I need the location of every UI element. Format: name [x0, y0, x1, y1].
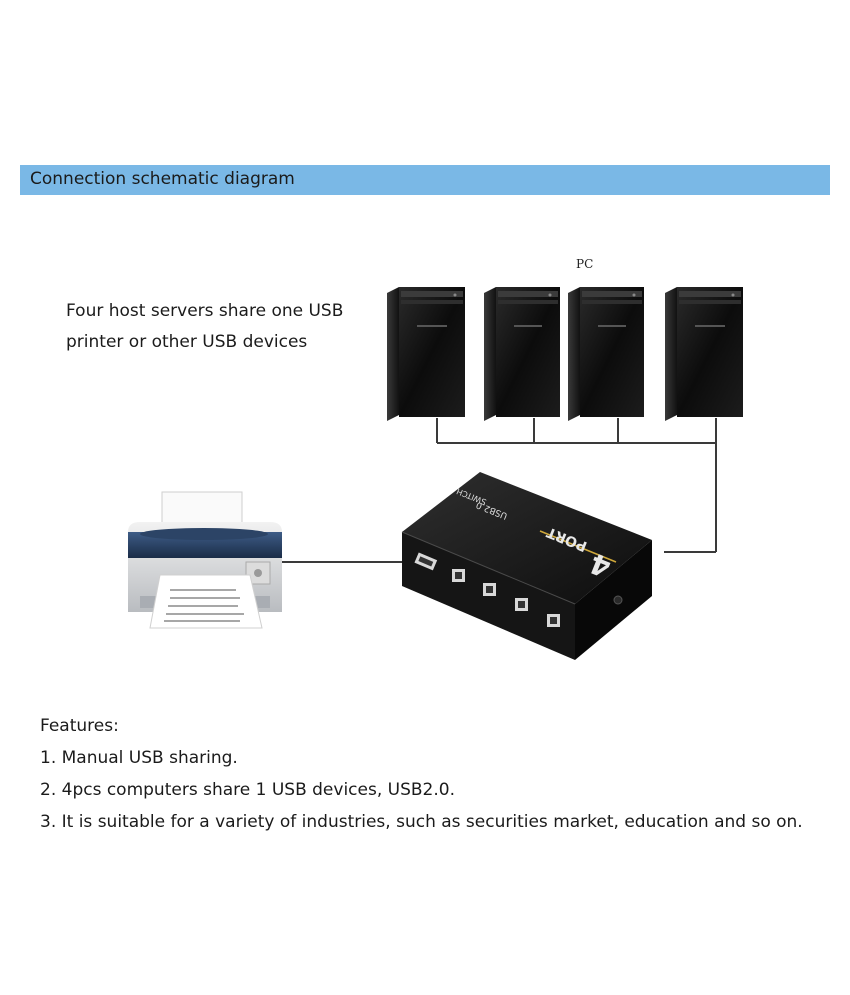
features-list: Features: 1. Manual USB sharing. 2. 4pcs…	[40, 710, 840, 838]
description-line-2: printer or other USB devices	[66, 332, 308, 352]
features-heading: Features:	[40, 716, 119, 736]
connection-diagram: 4 PORT USB2.0 SWITCH	[128, 287, 743, 660]
printer-icon	[128, 491, 282, 629]
connection-lines	[282, 418, 717, 563]
diagram-description: Four host servers share one USB printer …	[66, 296, 396, 358]
feature-item: 3. It is suitable for a variety of indus…	[40, 812, 803, 832]
section-title: Connection schematic diagram	[30, 169, 295, 189]
pc-tower-icon	[665, 287, 743, 421]
description-line-1: Four host servers share one USB	[66, 301, 344, 321]
pc-tower-icon	[387, 287, 465, 421]
feature-item: 1. Manual USB sharing.	[40, 748, 238, 768]
section-header-bar: Connection schematic diagram	[20, 165, 830, 195]
pc-tower-icon	[484, 287, 560, 421]
pc-label: PC	[576, 257, 594, 271]
usb-switch-icon: 4 PORT USB2.0 SWITCH	[401, 472, 652, 660]
feature-item: 2. 4pcs computers share 1 USB devices, U…	[40, 780, 455, 800]
pc-tower-icon	[568, 287, 644, 421]
